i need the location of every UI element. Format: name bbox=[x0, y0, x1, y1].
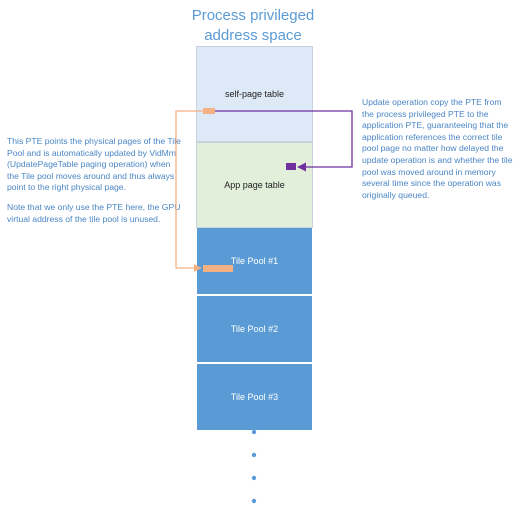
tile-pool-pte-marker bbox=[203, 265, 233, 272]
tile-pool-1-label: Tile Pool #1 bbox=[230, 256, 279, 266]
left-annotation: This PTE points the physical pages of th… bbox=[7, 136, 182, 233]
tile-pool-1-block: Tile Pool #1 bbox=[196, 228, 313, 295]
continuation-dot bbox=[251, 452, 257, 458]
tile-pool-3-block: Tile Pool #3 bbox=[196, 363, 313, 431]
tile-pool-2-block: Tile Pool #2 bbox=[196, 295, 313, 363]
app-page-table-block: App page table bbox=[196, 142, 313, 228]
tile-pool-3-label: Tile Pool #3 bbox=[230, 392, 279, 402]
app-page-table-label: App page table bbox=[224, 180, 285, 190]
left-annotation-paragraph-1: This PTE points the physical pages of th… bbox=[7, 136, 181, 193]
self-page-table-block: self-page table bbox=[196, 46, 313, 142]
continuation-dot bbox=[251, 475, 257, 481]
pte-copy-arrow bbox=[215, 110, 353, 172]
left-annotation-paragraph-2: Note that we only use the PTE here, the … bbox=[7, 201, 181, 224]
tile-pool-pointer-arrow bbox=[175, 110, 203, 272]
continuation-dot bbox=[251, 429, 257, 435]
self-pte-marker bbox=[203, 108, 215, 114]
continuation-dot bbox=[251, 498, 257, 504]
diagram-title: Process privileged address space bbox=[168, 6, 338, 46]
app-pte-marker bbox=[286, 163, 296, 170]
diagram-title-line-1: Process privileged bbox=[191, 7, 315, 24]
diagram-title-line-2: address space bbox=[204, 27, 302, 44]
right-annotation: Update operation copy the PTE from the p… bbox=[362, 97, 513, 200]
self-page-table-label: self-page table bbox=[224, 89, 285, 99]
tile-pool-2-label: Tile Pool #2 bbox=[230, 324, 279, 334]
